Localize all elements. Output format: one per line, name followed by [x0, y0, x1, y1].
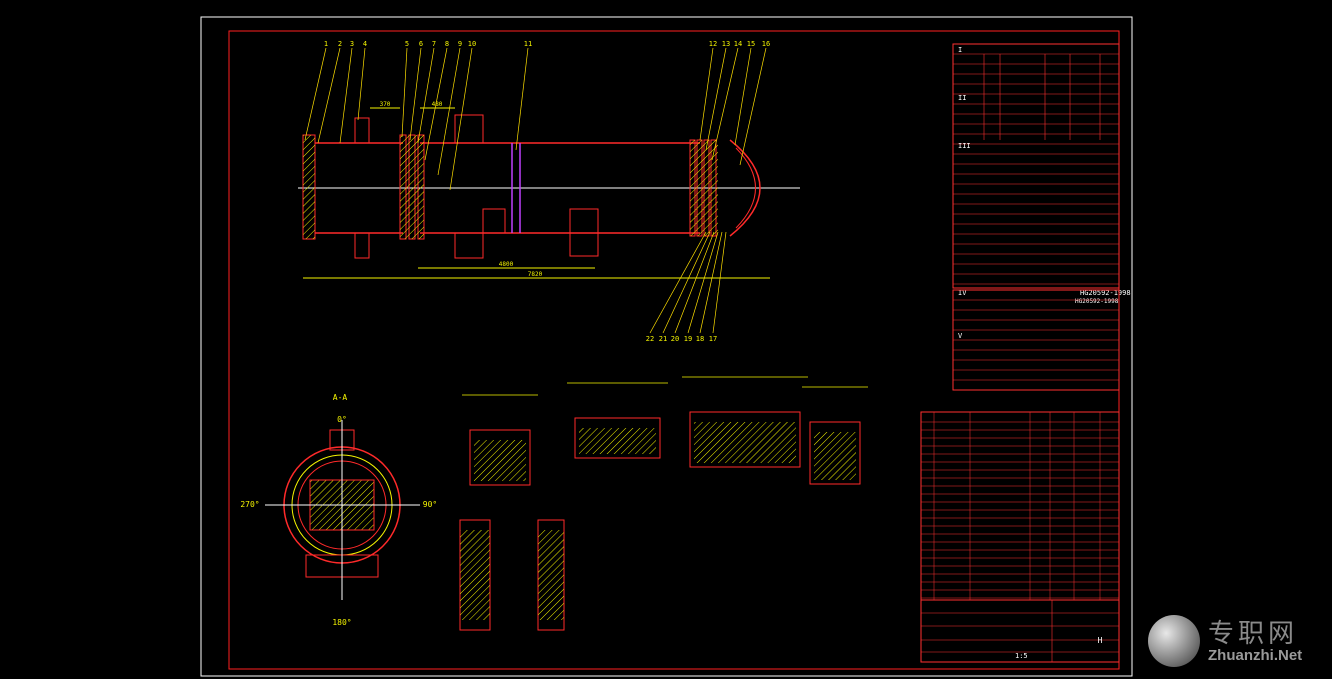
- channel-nozzle-top: [354, 117, 370, 144]
- balloon-bottom-21: 21: [659, 335, 667, 343]
- balloon-top-2: 2: [338, 40, 342, 48]
- roman-IV: IV: [958, 289, 967, 297]
- balloon-bottom-18: 18: [696, 335, 704, 343]
- leader-bottom-22: [649, 231, 707, 334]
- leader-top-15: [734, 47, 752, 146]
- balloon-top-7: 7: [432, 40, 436, 48]
- balloon-top-1: 1: [324, 40, 328, 48]
- title-mark: H: [1098, 636, 1103, 645]
- floating-head: [729, 139, 761, 237]
- balloon-top-6: 6: [419, 40, 423, 48]
- dim-mid-text: 4800: [499, 261, 514, 268]
- leader-top-16: [739, 47, 767, 166]
- balloon-top-13: 13: [722, 40, 730, 48]
- angle-right: 90°: [423, 500, 437, 509]
- angle-left: 270°: [240, 500, 259, 509]
- dim-overall-text: 7820: [528, 271, 543, 278]
- leader-top-3: [339, 47, 353, 144]
- saddle-right: [569, 208, 599, 257]
- standard-1: HG20592-1998: [1080, 289, 1131, 297]
- detail-0: [469, 429, 531, 486]
- leader-bottom-19: [687, 231, 719, 334]
- leader-top-13: [705, 47, 727, 151]
- balloon-bottom-19: 19: [684, 335, 692, 343]
- tubesheet-right-hatch: [690, 140, 718, 236]
- leader-bottom-18: [699, 231, 723, 334]
- roman-III: III: [958, 142, 971, 150]
- detail-hatch-1: [579, 428, 656, 454]
- balloon-top-14: 14: [734, 40, 742, 48]
- leader-bottom-20: [674, 231, 715, 334]
- roman-V: V: [958, 332, 963, 340]
- balloon-bottom-20: 20: [671, 335, 679, 343]
- parts-table: [920, 411, 1120, 601]
- roman-I: I: [958, 46, 962, 54]
- title-scale: 1:5: [1015, 652, 1028, 660]
- floating-head-inner: [735, 147, 756, 229]
- leader-bottom-17: [712, 231, 727, 334]
- left-cover-hatch: [303, 135, 315, 239]
- dim-nozzle-text: 480: [432, 101, 443, 108]
- saddle-left: [482, 208, 506, 234]
- leader-top-8: [424, 47, 448, 161]
- section-title: A-A: [333, 393, 348, 402]
- dim-left-text: 370: [380, 101, 391, 108]
- leader-top-2: [317, 47, 341, 144]
- balloon-top-11: 11: [524, 40, 532, 48]
- angle-bottom: 180°: [332, 618, 351, 627]
- data-table: [952, 43, 1120, 289]
- balloon-top-10: 10: [468, 40, 476, 48]
- standard-2: HG20592-1998: [1075, 298, 1119, 305]
- leader-top-12: [699, 47, 714, 141]
- roman-II: II: [958, 94, 966, 102]
- detail-hatch-3: [814, 432, 856, 480]
- watermark-ball-icon: [1148, 615, 1200, 667]
- balloon-top-12: 12: [709, 40, 717, 48]
- detail-hatch-2: [694, 422, 796, 463]
- channel-nozzle-bottom: [354, 232, 370, 259]
- tubesheet-left-hatch: [400, 135, 424, 239]
- shell-nozzle-in: [454, 114, 484, 144]
- detail-hatch-0: [474, 440, 526, 481]
- leader-top-10: [449, 47, 473, 191]
- support-view-2-hatch: [538, 530, 564, 620]
- outer-frame: [200, 16, 1133, 677]
- balloon-top-16: 16: [762, 40, 770, 48]
- shell-nozzle-out: [454, 232, 484, 259]
- detail-2: [689, 411, 801, 468]
- watermark-en: Zhuanzhi.Net: [1208, 647, 1303, 664]
- balloon-top-3: 3: [350, 40, 354, 48]
- watermark-logo: 专职网 Zhuanzhi.Net: [1148, 611, 1324, 673]
- balloon-top-15: 15: [747, 40, 755, 48]
- leader-top-9: [437, 47, 461, 176]
- leader-top-6: [409, 47, 422, 141]
- title-block: [920, 599, 1120, 663]
- balloon-bottom-17: 17: [709, 335, 717, 343]
- leader-top-5: [401, 47, 408, 138]
- balloon-bottom-22: 22: [646, 335, 654, 343]
- support-view-1-hatch: [460, 530, 490, 620]
- leader-top-4: [357, 47, 366, 121]
- angle-top: 0°: [337, 415, 347, 424]
- watermark-cn: 专职网: [1208, 619, 1299, 649]
- leader-top-7: [417, 47, 435, 144]
- balloon-top-9: 9: [458, 40, 462, 48]
- detail-3: [809, 421, 861, 485]
- leader-top-1: [304, 47, 327, 141]
- leader-bottom-21: [662, 231, 711, 334]
- balloon-top-4: 4: [363, 40, 367, 48]
- leader-top-11: [515, 47, 529, 151]
- leader-top-14: [711, 47, 739, 161]
- balloon-top-8: 8: [445, 40, 449, 48]
- detail-1: [574, 417, 661, 459]
- balloon-top-5: 5: [405, 40, 409, 48]
